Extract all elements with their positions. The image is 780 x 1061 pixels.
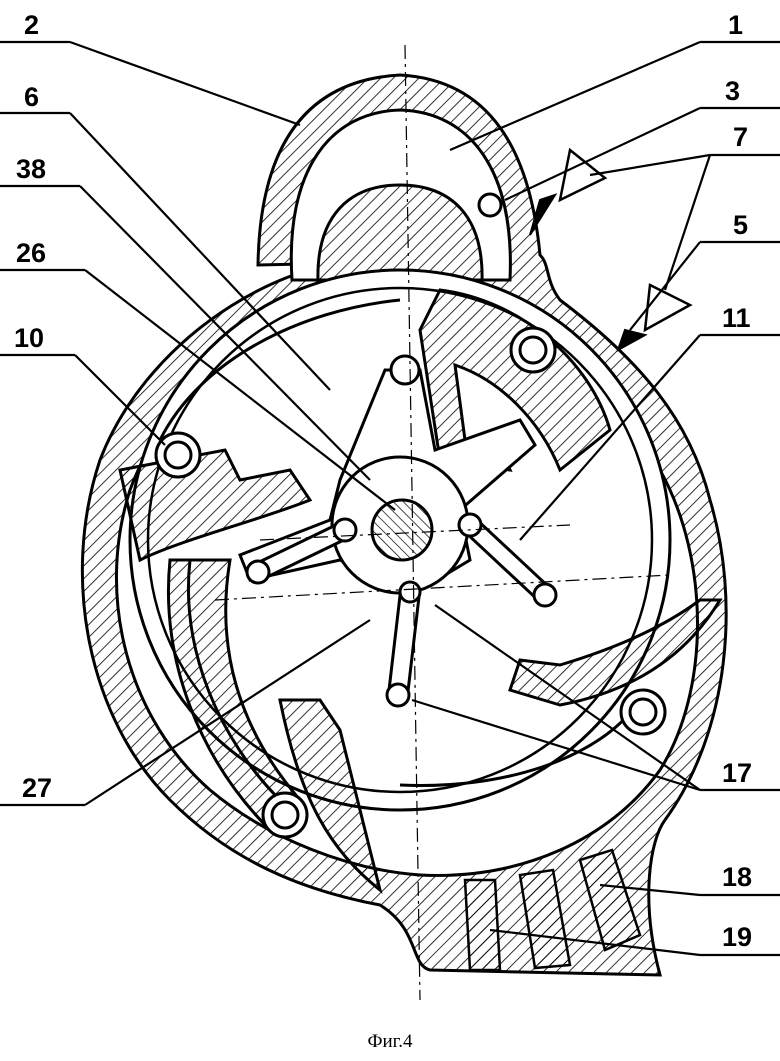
- joint-right-inner: [457, 512, 483, 538]
- figure-caption: Фиг.4: [367, 1031, 413, 1052]
- leader-17-diag-b: [411, 698, 701, 792]
- arrow-5: [643, 283, 693, 333]
- joint-bottom-outer: [385, 682, 411, 708]
- leader-7-diag-a: [589, 153, 711, 177]
- pivot-top-right-inner: [518, 335, 548, 365]
- joint-bottom-inner: [398, 580, 422, 604]
- leader-26-diag: [84, 269, 396, 511]
- vane-bottom: [278, 698, 383, 894]
- ports: [463, 848, 642, 972]
- callout-19: 19: [722, 922, 753, 952]
- callout-5: 5: [733, 210, 749, 240]
- callout-27: 27: [22, 773, 53, 803]
- callout-6: 6: [24, 82, 40, 112]
- centre-line-vertical: [404, 44, 421, 1001]
- port-slot-2: [518, 868, 572, 970]
- callout-3: 3: [725, 76, 741, 106]
- joint-left-inner: [332, 517, 358, 543]
- shaft: [370, 498, 434, 562]
- leader-3-diag: [504, 107, 701, 201]
- pivot-left-inner: [163, 440, 193, 470]
- leader-27-diag: [84, 619, 371, 806]
- callout-38: 38: [16, 154, 47, 184]
- leader-lines: [0, 40, 780, 957]
- arrow-3: [558, 147, 608, 203]
- vane-left: [118, 448, 313, 563]
- leader-18-diag: [599, 883, 701, 897]
- pivot-bottom-inner: [270, 800, 300, 830]
- leader-5-diag: [629, 241, 701, 331]
- leader-1-diag: [449, 40, 701, 152]
- callout-18: 18: [722, 862, 753, 892]
- leader-17-diag-a: [434, 604, 701, 791]
- leader-6-diag: [69, 112, 331, 391]
- housing: [80, 73, 728, 977]
- link-bottom-1-core: [390, 584, 418, 703]
- link-right-1-core: [463, 518, 552, 602]
- leader-10-diag: [74, 354, 166, 446]
- centre-lines: [214, 44, 671, 1001]
- joint-left-outer: [245, 559, 271, 585]
- port-slot-3: [578, 848, 642, 952]
- pivot-right-inner: [628, 697, 658, 727]
- arrow-5-head: [616, 328, 648, 353]
- leader-7-diag-b: [663, 154, 712, 291]
- callout-26: 26: [16, 238, 47, 268]
- vane-right: [508, 598, 723, 707]
- arm-upper-left: [158, 298, 401, 441]
- arrow-3-head: [529, 193, 558, 236]
- callout-10: 10: [14, 323, 45, 353]
- link-left-1-core: [251, 523, 352, 579]
- leader-2-diag: [69, 40, 301, 127]
- leader-19-diag: [489, 928, 701, 957]
- arm-lower-left: [186, 559, 282, 802]
- joint-right-outer: [532, 582, 558, 608]
- callout-1: 1: [728, 10, 744, 40]
- joint-top: [389, 354, 421, 386]
- port-slot-1: [463, 878, 502, 972]
- callout-2: 2: [24, 10, 40, 40]
- callout-17: 17: [722, 758, 753, 788]
- vane-top-right: [418, 288, 612, 473]
- centre-line-horizontal-1: [259, 524, 571, 541]
- callout-7: 7: [733, 122, 749, 152]
- callout-11: 11: [722, 303, 751, 333]
- centre-line-horizontal-2: [214, 574, 671, 601]
- hub: [238, 354, 558, 708]
- dome-hole: [477, 192, 503, 218]
- dome-plug: [316, 183, 484, 284]
- leader-11-diag: [519, 334, 701, 541]
- leader-38-diag: [79, 185, 371, 481]
